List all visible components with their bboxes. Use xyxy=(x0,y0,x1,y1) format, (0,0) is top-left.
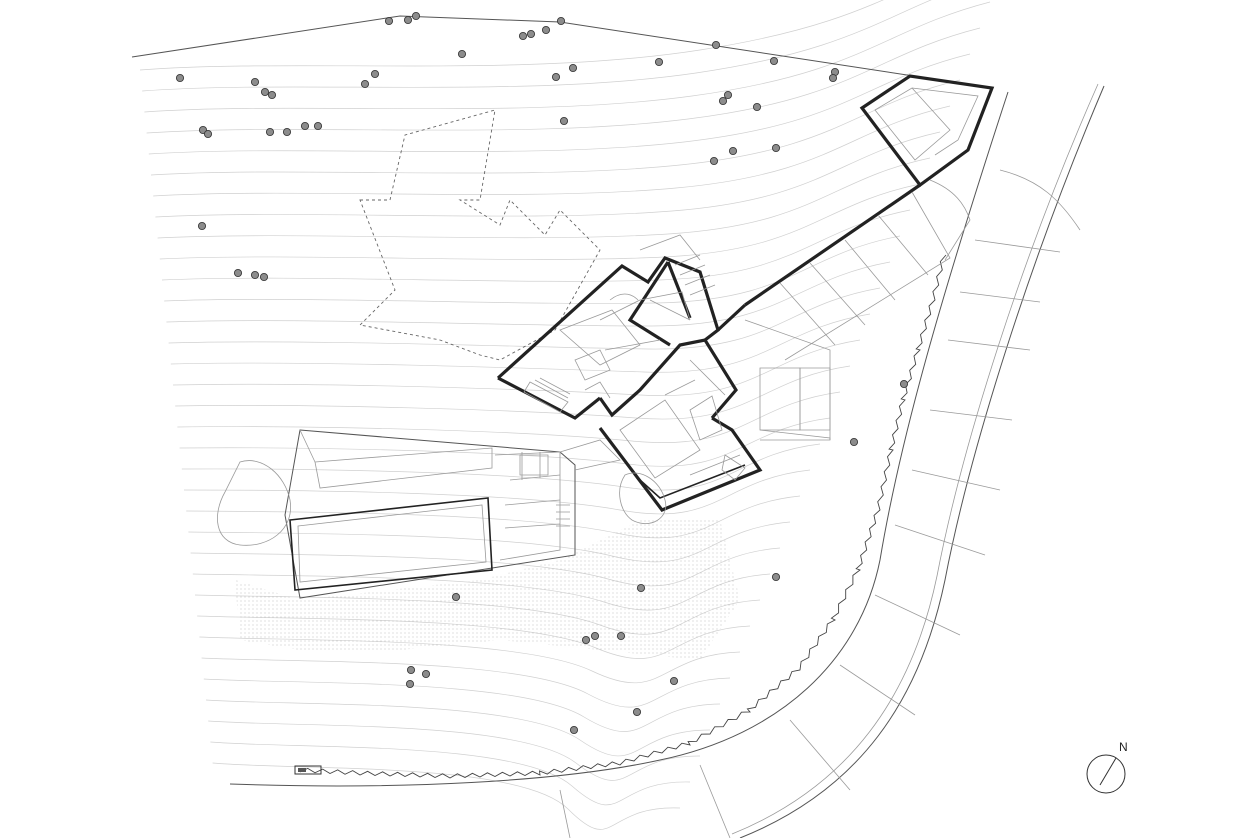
contour-line xyxy=(139,0,884,71)
tree-icon xyxy=(457,49,467,59)
main-house xyxy=(496,234,763,512)
tree-icon xyxy=(384,16,394,26)
tree-icon xyxy=(590,631,600,641)
site-boundary-bottom xyxy=(229,91,1009,787)
road-edge-inner xyxy=(739,85,1105,838)
tree-icon xyxy=(282,127,292,137)
tree-icon xyxy=(541,25,551,35)
contour-line xyxy=(210,741,691,806)
contour-line xyxy=(201,657,731,708)
tree-icon xyxy=(636,583,646,593)
contour-line xyxy=(177,391,841,443)
contour-line xyxy=(146,27,981,134)
tree-icon xyxy=(518,31,528,41)
tree-icon xyxy=(752,102,762,112)
tree-icon xyxy=(556,16,566,26)
tree-icon xyxy=(711,40,721,50)
contour-line xyxy=(170,313,871,373)
contour-line xyxy=(155,131,941,218)
tree-icon xyxy=(771,143,781,153)
tree-icon xyxy=(360,79,370,89)
tree-icon xyxy=(551,72,561,82)
tree-icon xyxy=(559,116,569,126)
parking-area xyxy=(744,319,831,441)
contour-line xyxy=(153,105,951,197)
tree-icon xyxy=(849,437,859,447)
tree-icon xyxy=(654,57,664,67)
tree-icon xyxy=(267,90,277,100)
garden-hatch-area xyxy=(235,520,740,660)
tree-icon xyxy=(526,29,536,39)
tree-icon xyxy=(728,146,738,156)
tree-icon xyxy=(771,572,781,582)
contour-line xyxy=(148,53,971,155)
road-lot-lines xyxy=(559,169,1081,838)
tree-icon xyxy=(370,69,380,79)
tree-icon xyxy=(405,679,415,689)
contour-line xyxy=(161,209,911,282)
tree-icon xyxy=(632,707,642,717)
tree-icon xyxy=(175,73,185,83)
contour-line xyxy=(208,720,701,781)
tree-icon xyxy=(403,15,413,25)
contour-line xyxy=(150,79,961,176)
north-label: N xyxy=(1119,740,1128,754)
contour-line xyxy=(186,495,801,539)
tree-icon xyxy=(568,63,578,73)
site-marker-fill xyxy=(298,768,306,772)
tree-icon xyxy=(669,676,679,686)
contour-line xyxy=(179,417,831,467)
tree-icon xyxy=(828,73,838,83)
contour-line xyxy=(166,261,891,327)
tree-icon xyxy=(250,270,260,280)
tree-markers xyxy=(175,11,909,735)
pool-terrace xyxy=(217,429,667,599)
carport xyxy=(744,74,995,361)
contour-line xyxy=(159,183,921,260)
tree-icon xyxy=(616,631,626,641)
tree-icon xyxy=(581,635,591,645)
tree-icon xyxy=(313,121,323,131)
site-marker xyxy=(294,765,322,775)
tree-icon xyxy=(203,129,213,139)
site-boundary xyxy=(131,15,993,89)
contour-line xyxy=(205,699,711,757)
contour-line xyxy=(175,365,851,420)
tree-icon xyxy=(709,156,719,166)
tree-icon xyxy=(406,665,416,675)
contour-line xyxy=(183,469,811,515)
tree-icon xyxy=(250,77,260,87)
tree-icon xyxy=(421,669,431,679)
tree-icon xyxy=(265,127,275,137)
contour-line xyxy=(164,235,901,304)
tree-icon xyxy=(569,725,579,735)
tree-icon xyxy=(411,11,421,21)
tree-icon xyxy=(769,56,779,66)
contour-line xyxy=(144,1,991,113)
contour-line xyxy=(142,0,932,92)
tree-icon xyxy=(723,90,733,100)
tree-icon xyxy=(300,121,310,131)
contour-line xyxy=(181,443,821,491)
tree-icon xyxy=(718,96,728,106)
contour-line xyxy=(203,678,721,732)
contour-line xyxy=(212,762,681,830)
retaining-wall-zigzag xyxy=(299,254,947,779)
tree-icon xyxy=(233,268,243,278)
topographic-contours xyxy=(139,0,991,830)
tree-icon xyxy=(197,221,207,231)
tree-icon xyxy=(260,87,270,97)
contour-line xyxy=(157,157,931,239)
building-envelope-dashed xyxy=(359,109,601,361)
contour-line xyxy=(168,287,881,350)
contour-line xyxy=(172,339,861,396)
tree-icon xyxy=(451,592,461,602)
north-arrow: N xyxy=(1086,740,1128,794)
tree-icon xyxy=(899,379,909,389)
tree-icon xyxy=(259,272,269,282)
road-edge-inner-2 xyxy=(731,83,1099,835)
